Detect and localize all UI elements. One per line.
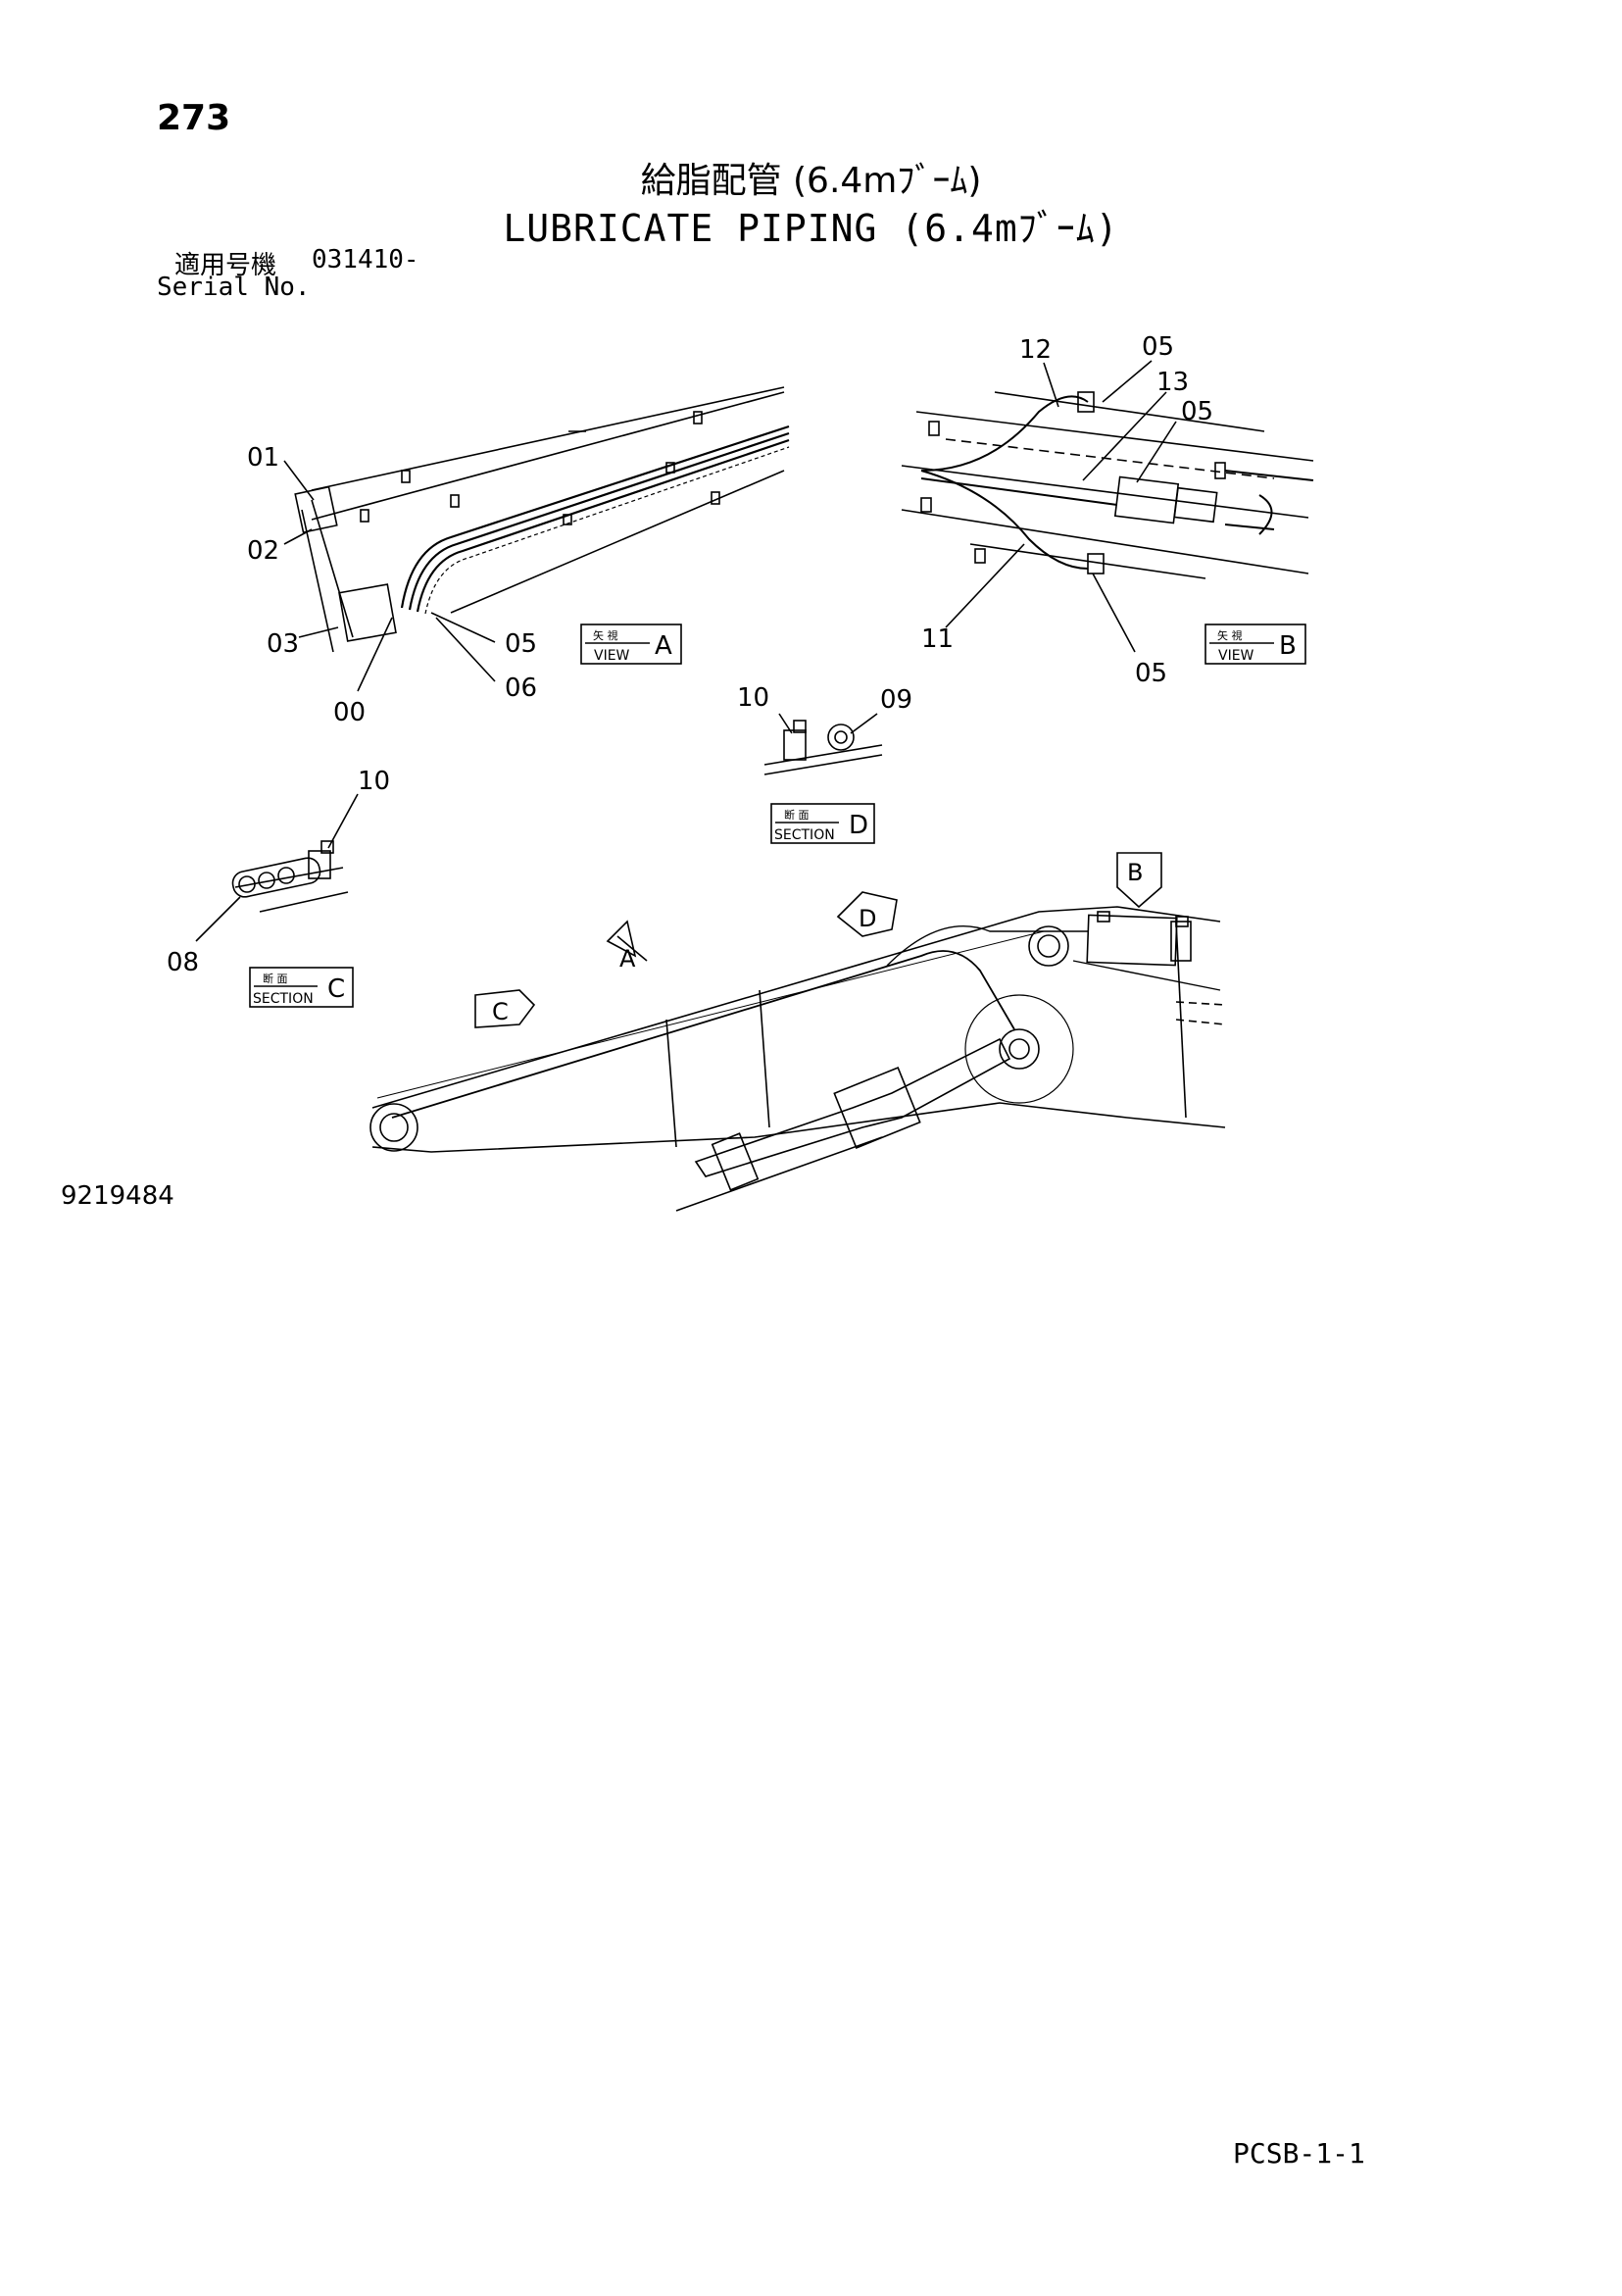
- view-b-tag: [1204, 624, 1306, 665]
- view-a-tag-letter: A: [655, 631, 672, 661]
- callout-12: 12: [1019, 335, 1052, 365]
- view-b-detail: 12 05 13 05 11 05 矢 視 VIEW B: [901, 332, 1314, 688]
- serial-label-japanese: 適用号機: [174, 251, 277, 280]
- arrow-b: B: [1116, 852, 1162, 909]
- arrow-c-label: C: [492, 998, 509, 1025]
- callout-01: 01: [247, 443, 279, 473]
- callout-03: 03: [267, 629, 299, 659]
- drawing-number: 9219484: [61, 1181, 174, 1211]
- callout-05-upper: 05: [1142, 332, 1174, 362]
- section-d-tag: [770, 803, 875, 844]
- callout-00: 00: [333, 698, 366, 727]
- section-c-detail: 10 08 断 面 SECTION C: [167, 767, 390, 1008]
- arrow-d-label: D: [859, 905, 876, 932]
- section-d-detail: 10 09 断 面 SECTION D: [737, 683, 912, 844]
- arrow-a: A: [606, 920, 648, 973]
- callout-05-middle: 05: [1181, 397, 1213, 426]
- page-code: PCSB-1-1: [1233, 2137, 1365, 2170]
- view-a-tag-word: VIEW: [594, 648, 630, 664]
- section-c-tag-kanji: 断 面: [263, 972, 288, 985]
- section-c-tag-word: SECTION: [253, 991, 314, 1007]
- callout-11: 11: [921, 624, 954, 654]
- callout-02: 02: [247, 536, 279, 566]
- section-d-tag-word: SECTION: [774, 827, 835, 843]
- view-a-tag-kanji: 矢 視: [593, 628, 618, 642]
- title-japanese: 給脂配管 (6.4mﾌﾞｰﾑ): [640, 161, 982, 201]
- callout-10-section-c: 10: [358, 767, 390, 796]
- callout-10-section-d: 10: [737, 683, 769, 713]
- serial-value: 031410-: [312, 245, 419, 275]
- callout-05: 05: [505, 629, 537, 659]
- section-d-tag-kanji: 断 面: [784, 808, 810, 822]
- boom-overview: A B C D: [369, 852, 1226, 1212]
- view-a-tag: [580, 624, 682, 665]
- serial-label-english: Serial No.: [157, 273, 311, 302]
- callout-09: 09: [880, 685, 912, 715]
- arrow-d: D: [836, 891, 898, 937]
- title-english: LUBRICATE PIPING (6.4mﾌﾞｰﾑ): [503, 207, 1119, 250]
- callout-13: 13: [1156, 368, 1189, 397]
- callout-08: 08: [167, 948, 199, 977]
- page-number: 273: [157, 98, 231, 138]
- callout-06: 06: [505, 674, 537, 703]
- view-b-tag-letter: B: [1279, 631, 1297, 661]
- section-c-tag-letter: C: [327, 974, 345, 1004]
- view-a-detail: 01 02 03 00 05 06 矢 視 VIEW A: [247, 386, 790, 727]
- callout-05-lower: 05: [1135, 659, 1167, 688]
- section-d-tag-letter: D: [849, 811, 868, 840]
- arrow-a-label: A: [619, 945, 636, 973]
- view-b-tag-kanji: 矢 視: [1217, 628, 1243, 642]
- arrow-b-label: B: [1127, 859, 1143, 886]
- arrow-c: C: [474, 989, 536, 1028]
- section-c-tag: [249, 967, 354, 1008]
- view-b-tag-word: VIEW: [1218, 648, 1254, 664]
